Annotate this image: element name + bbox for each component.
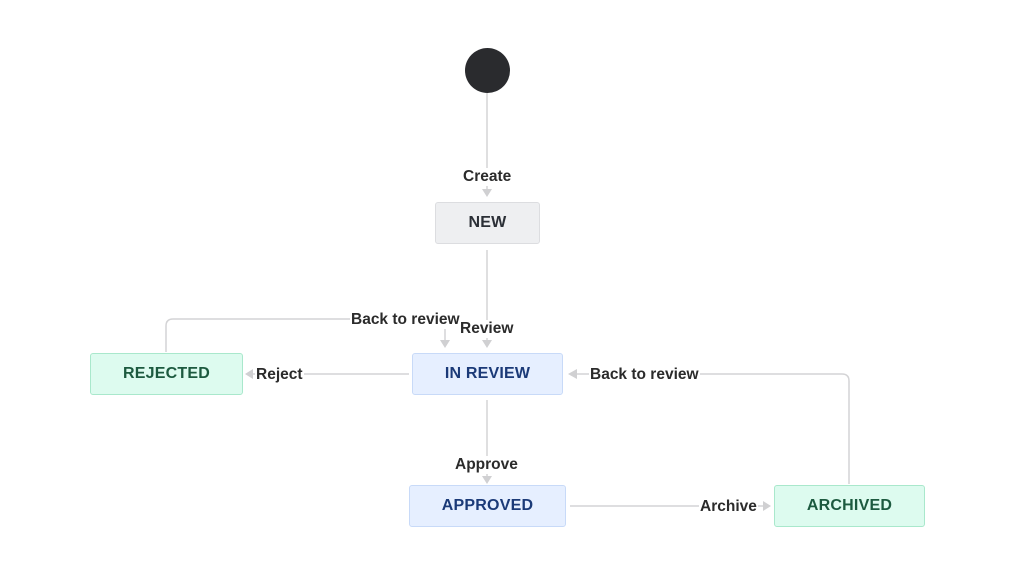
- transition-label-archive[interactable]: Archive: [699, 498, 758, 516]
- transition-label-back-to-review-archived[interactable]: Back to review: [589, 366, 700, 384]
- arrowhead-review: [482, 340, 492, 348]
- transition-label-back-to-review-rejected[interactable]: Back to review: [350, 311, 461, 329]
- status-approved[interactable]: APPROVED: [409, 485, 566, 527]
- arrowhead-back-to-review-rejected: [440, 340, 450, 348]
- arrowhead-reject: [245, 369, 253, 379]
- arrowhead-create: [482, 189, 492, 197]
- connector-back-to-review-archived: [576, 373, 850, 484]
- status-new[interactable]: NEW: [435, 202, 540, 244]
- start-node[interactable]: [465, 48, 510, 93]
- arrowhead-approve: [482, 476, 492, 484]
- transition-label-reject[interactable]: Reject: [255, 366, 304, 384]
- status-archived[interactable]: ARCHIVED: [774, 485, 925, 527]
- transition-label-create[interactable]: Create: [462, 168, 513, 186]
- arrowhead-back-to-review-archived: [568, 369, 577, 379]
- transition-label-review[interactable]: Review: [459, 320, 515, 338]
- arrowhead-archive: [763, 501, 771, 511]
- transition-label-approve[interactable]: Approve: [454, 456, 519, 474]
- status-rejected[interactable]: REJECTED: [90, 353, 243, 395]
- status-in-review[interactable]: IN REVIEW: [412, 353, 563, 395]
